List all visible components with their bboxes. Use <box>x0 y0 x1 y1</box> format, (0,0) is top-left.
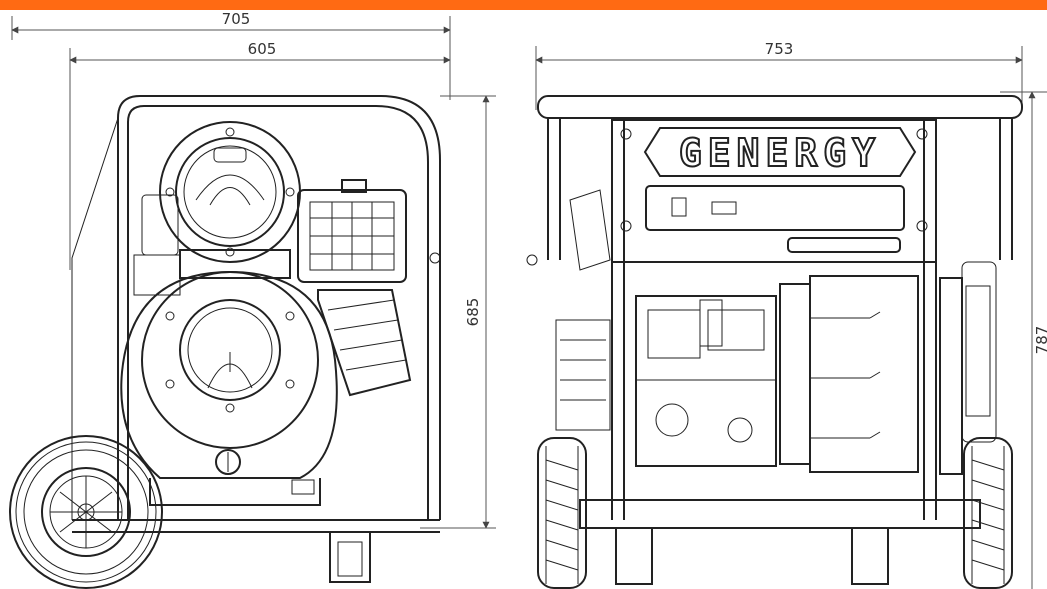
front-engine <box>555 189 777 467</box>
dimension-label-605: 605 <box>248 40 277 58</box>
dimension-label-685: 685 <box>464 298 482 327</box>
dimension-label-753: 753 <box>765 40 794 58</box>
front-pump-housing <box>779 261 997 475</box>
side-wheel <box>9 435 163 589</box>
dimension-front-height: 787 <box>1000 91 1047 589</box>
brand-logo: GENERGY <box>679 131 881 175</box>
front-wheel-right <box>963 437 1013 589</box>
dimension-front-width: 753 <box>535 40 1023 110</box>
dimension-width-frame: 605 <box>69 40 451 270</box>
front-frame <box>526 95 1023 585</box>
accent-top-bar <box>0 0 1047 10</box>
dimension-label-787: 787 <box>1033 326 1047 355</box>
side-view: 705 605 685 <box>9 10 496 589</box>
pump-volute <box>120 270 338 506</box>
engine-block <box>133 179 412 397</box>
pump-outlet <box>159 121 301 279</box>
dimension-height: 685 <box>420 95 496 529</box>
power-switch <box>671 197 687 217</box>
dimension-width-overall: 705 <box>11 10 451 100</box>
hour-meter <box>711 201 737 215</box>
dimension-label-705: 705 <box>222 10 251 28</box>
front-view: 753 787 <box>526 40 1047 589</box>
control-panel: GENERGY <box>611 119 937 263</box>
side-frame <box>71 95 441 583</box>
front-wheel-left <box>537 437 587 589</box>
